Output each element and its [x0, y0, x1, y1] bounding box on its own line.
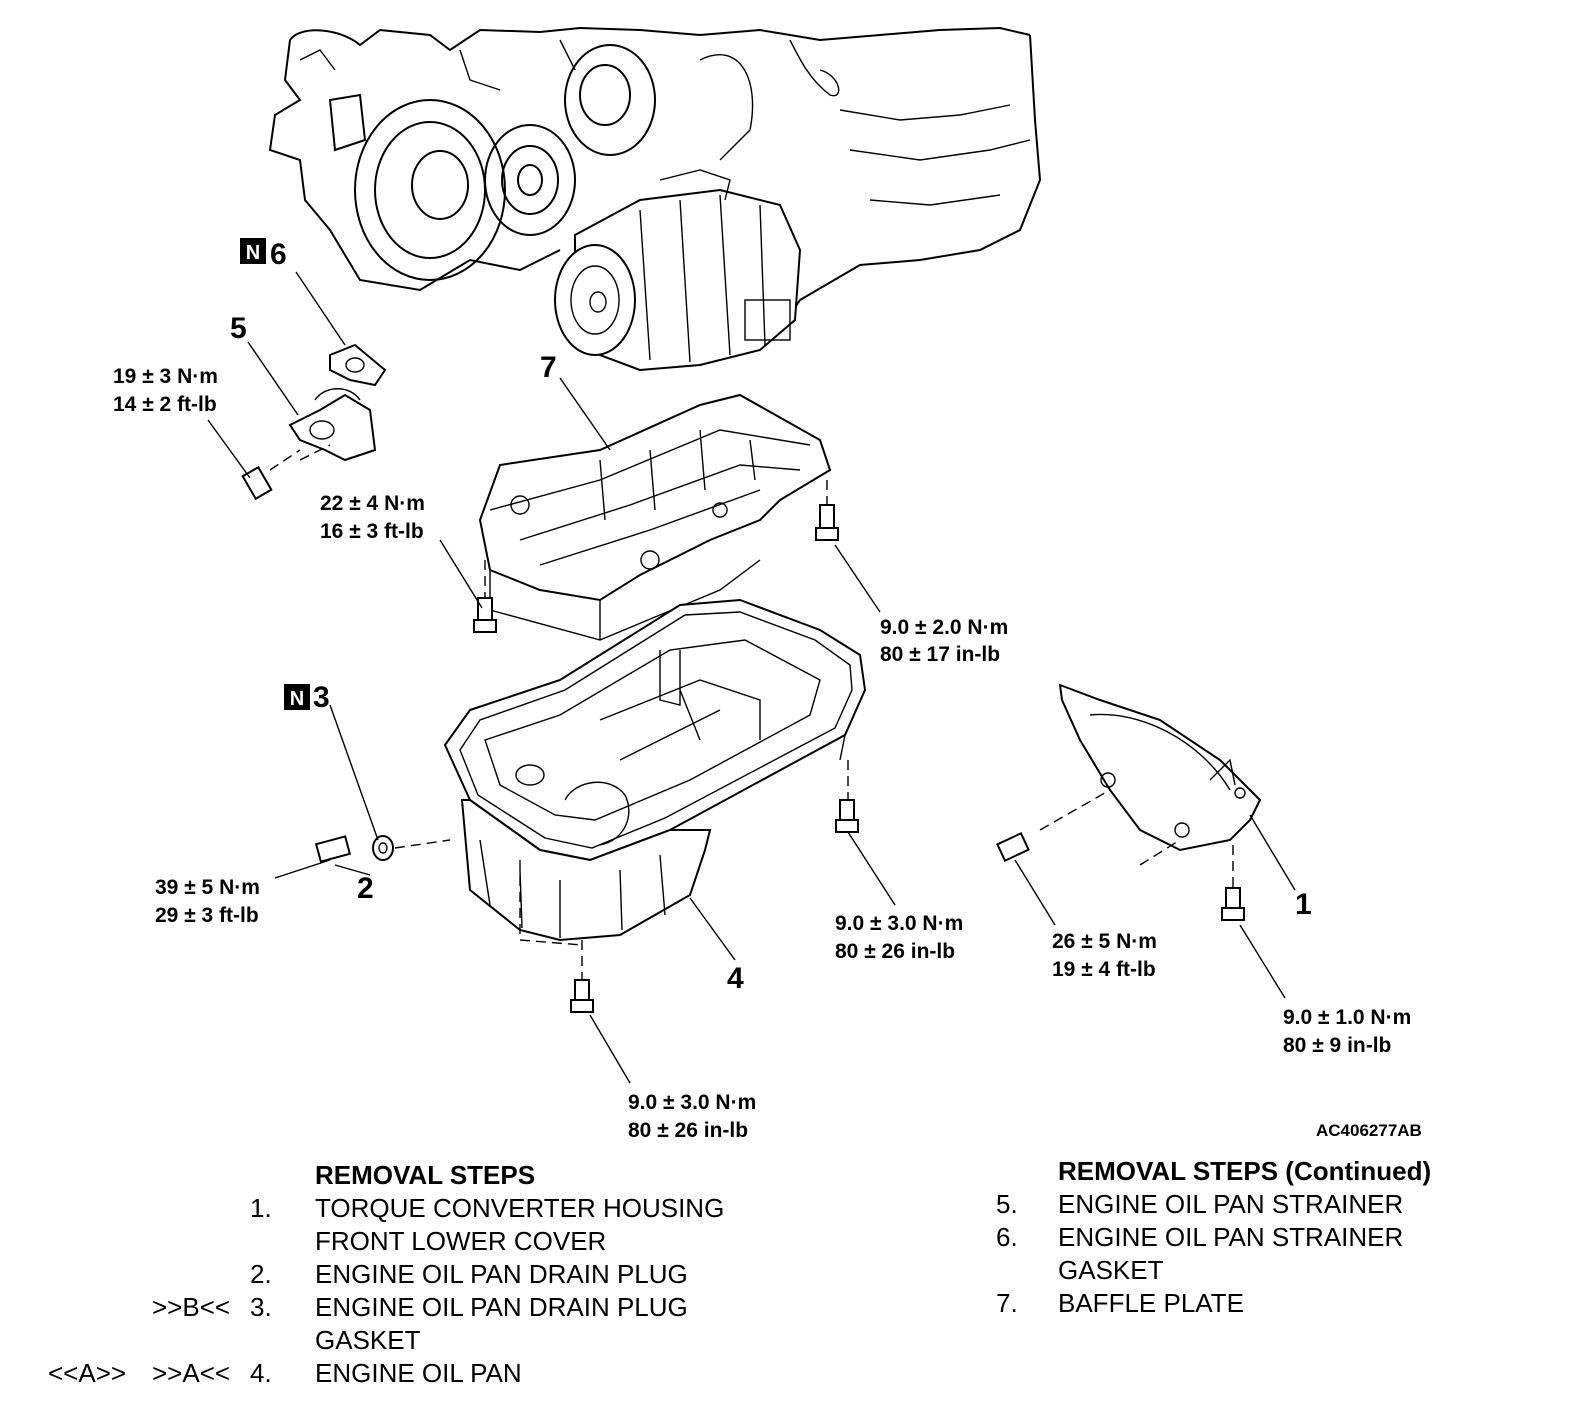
- removal-steps-title: REMOVAL STEPS: [315, 1160, 536, 1190]
- callout-1: 1: [1295, 888, 1312, 921]
- torque-4a-in: 80 ± 26 in-lb: [835, 940, 955, 963]
- step-text: ENGINE OIL PAN DRAIN PLUG: [315, 1292, 688, 1322]
- torque-1a-nm: 26 ± 5 N·m: [1052, 930, 1157, 953]
- step-text-cont: FRONT LOWER COVER: [315, 1226, 607, 1256]
- step-number: 7.: [996, 1288, 1018, 1318]
- new-part-badge-6: N: [240, 238, 266, 264]
- step-number: 2.: [250, 1259, 272, 1289]
- removal-mark: <<A>>: [48, 1358, 127, 1388]
- removal-steps-list: 1. TORQUE CONVERTER HOUSING FRONT LOWER …: [0, 1192, 780, 1392]
- torque-5-nm: 19 ± 3 N·m: [113, 365, 218, 388]
- cover-bolt-left: [996, 832, 1030, 862]
- baffle-plate: [478, 393, 832, 641]
- step-text-cont: GASKET: [1058, 1255, 1164, 1285]
- assembly-guide-lines: [394, 480, 1234, 980]
- torque-4a-nm: 9.0 ± 3.0 N·m: [835, 912, 963, 935]
- svg-text:N: N: [246, 242, 260, 264]
- step-text: BAFFLE PLATE: [1058, 1288, 1244, 1318]
- baffle-bolt-right: [815, 504, 839, 541]
- callout-2: 2: [357, 872, 374, 905]
- step-text: ENGINE OIL PAN STRAINER: [1058, 1189, 1404, 1219]
- strainer-bolt: [241, 465, 273, 501]
- step-text: ENGINE OIL PAN DRAIN PLUG: [315, 1259, 688, 1289]
- baffle-bolt-left: [473, 597, 497, 633]
- removal-steps-continued-list: 5. ENGINE OIL PAN STRAINER 6. ENGINE OIL…: [990, 1188, 1550, 1328]
- step-text: ENGINE OIL PAN: [315, 1358, 522, 1388]
- step-number: 6.: [996, 1222, 1018, 1252]
- callout-3: 3: [313, 681, 330, 714]
- callout-6: 6: [270, 238, 287, 271]
- leader-lines: [207, 271, 1296, 1084]
- figure-id: AC406277AB: [1316, 1121, 1422, 1140]
- installation-mark: >>B<<: [152, 1292, 231, 1322]
- step-number: 1.: [250, 1193, 272, 1223]
- torque-1b-nm: 9.0 ± 1.0 N·m: [1283, 1006, 1411, 1029]
- torque-7a-nm: 22 ± 4 N·m: [320, 492, 425, 515]
- torque-1b-in: 80 ± 9 in-lb: [1283, 1034, 1391, 1057]
- torque-5-ft: 14 ± 2 ft-lb: [113, 393, 217, 416]
- step-number: 5.: [996, 1189, 1018, 1219]
- torque-7b-in: 80 ± 17 in-lb: [880, 643, 1000, 666]
- installation-mark: >>A<<: [152, 1358, 231, 1388]
- oil-pan-strainer-gasket: [329, 343, 387, 387]
- engine-block-illustration: [268, 26, 1042, 372]
- oil-pan-strainer: [269, 388, 377, 471]
- torque-4b-in: 80 ± 26 in-lb: [628, 1119, 748, 1142]
- callout-5: 5: [230, 312, 247, 345]
- torque-2-ft: 29 ± 3 ft-lb: [155, 904, 259, 927]
- callout-7: 7: [540, 351, 557, 384]
- torque-4b-nm: 9.0 ± 3.0 N·m: [628, 1091, 756, 1114]
- cover-bolt-right: [1221, 887, 1245, 921]
- removal-steps-continued-title: REMOVAL STEPS (Continued): [1058, 1156, 1432, 1186]
- drain-plug: [314, 835, 352, 863]
- torque-2-nm: 39 ± 5 N·m: [155, 876, 260, 899]
- oil-pan-bolt-right: [835, 799, 859, 833]
- torque-1a-ft: 19 ± 4 ft-lb: [1052, 958, 1156, 981]
- engine-oil-pan: [443, 598, 867, 942]
- torque-converter-housing-cover: [1058, 683, 1262, 852]
- step-text-cont: GASKET: [315, 1325, 421, 1355]
- drain-plug-gasket: [372, 835, 394, 861]
- torque-7b-nm: 9.0 ± 2.0 N·m: [880, 616, 1008, 639]
- step-text: ENGINE OIL PAN STRAINER: [1058, 1222, 1404, 1252]
- oil-pan-bolt-bottom: [570, 979, 594, 1013]
- step-text: TORQUE CONVERTER HOUSING: [315, 1193, 725, 1223]
- step-number: 3.: [250, 1292, 272, 1322]
- new-part-badge-3: N: [284, 684, 310, 710]
- step-number: 4.: [250, 1358, 272, 1388]
- svg-text:N: N: [290, 688, 304, 710]
- torque-7a-ft: 16 ± 3 ft-lb: [320, 520, 424, 543]
- callout-4: 4: [727, 962, 744, 995]
